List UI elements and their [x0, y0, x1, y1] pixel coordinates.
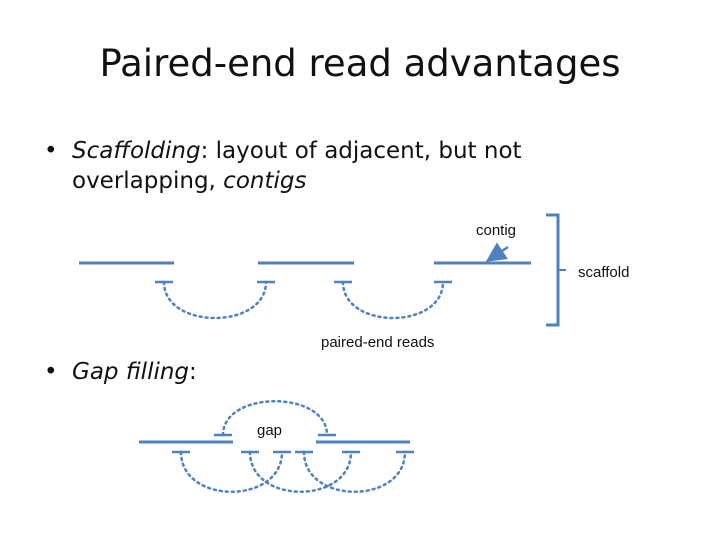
scaffolding-description-cont: overlapping,: [72, 168, 224, 194]
bullet-dot: •: [44, 138, 58, 164]
term-separator: :: [200, 138, 209, 164]
bullet-scaffolding: • Scaffolding: layout of adjacent, but n…: [44, 136, 522, 196]
term-separator: :: [189, 359, 197, 385]
gap-pair-link-upper: [221, 400, 329, 437]
term-scaffolding: Scaffolding: [72, 138, 201, 164]
term-contigs: contigs: [223, 168, 307, 194]
label-contig: contig: [476, 222, 517, 239]
pair-link: [179, 450, 284, 493]
label-gap: gap: [257, 422, 283, 439]
slide-title: Paired-end read advantages: [99, 42, 621, 85]
label-paired-end-reads: paired-end reads: [321, 334, 435, 351]
scaffolding-description: layout of adjacent, but not: [208, 138, 522, 164]
bullet-scaffolding-line-1: Scaffolding: layout of adjacent, but not: [72, 136, 522, 166]
pair-link: [302, 450, 407, 493]
pair-link: [248, 450, 353, 493]
bullet-scaffolding-line-2: overlapping, contigs: [72, 166, 522, 196]
pair-link: [341, 280, 445, 320]
scaffold-pair-links: [162, 280, 445, 320]
pair-link: [162, 280, 268, 320]
contig-arrow: [485, 242, 509, 262]
bullet-gap-filling: • Gap filling:: [44, 357, 197, 387]
label-scaffold: scaffold: [578, 264, 630, 281]
bullet-gap-filling-line: Gap filling:: [72, 357, 197, 387]
term-gap-filling: Gap filling: [72, 359, 190, 385]
gap-pair-links-lower: [179, 450, 407, 493]
scaffold-bracket: [546, 213, 560, 327]
bullet-dot: •: [44, 359, 58, 385]
